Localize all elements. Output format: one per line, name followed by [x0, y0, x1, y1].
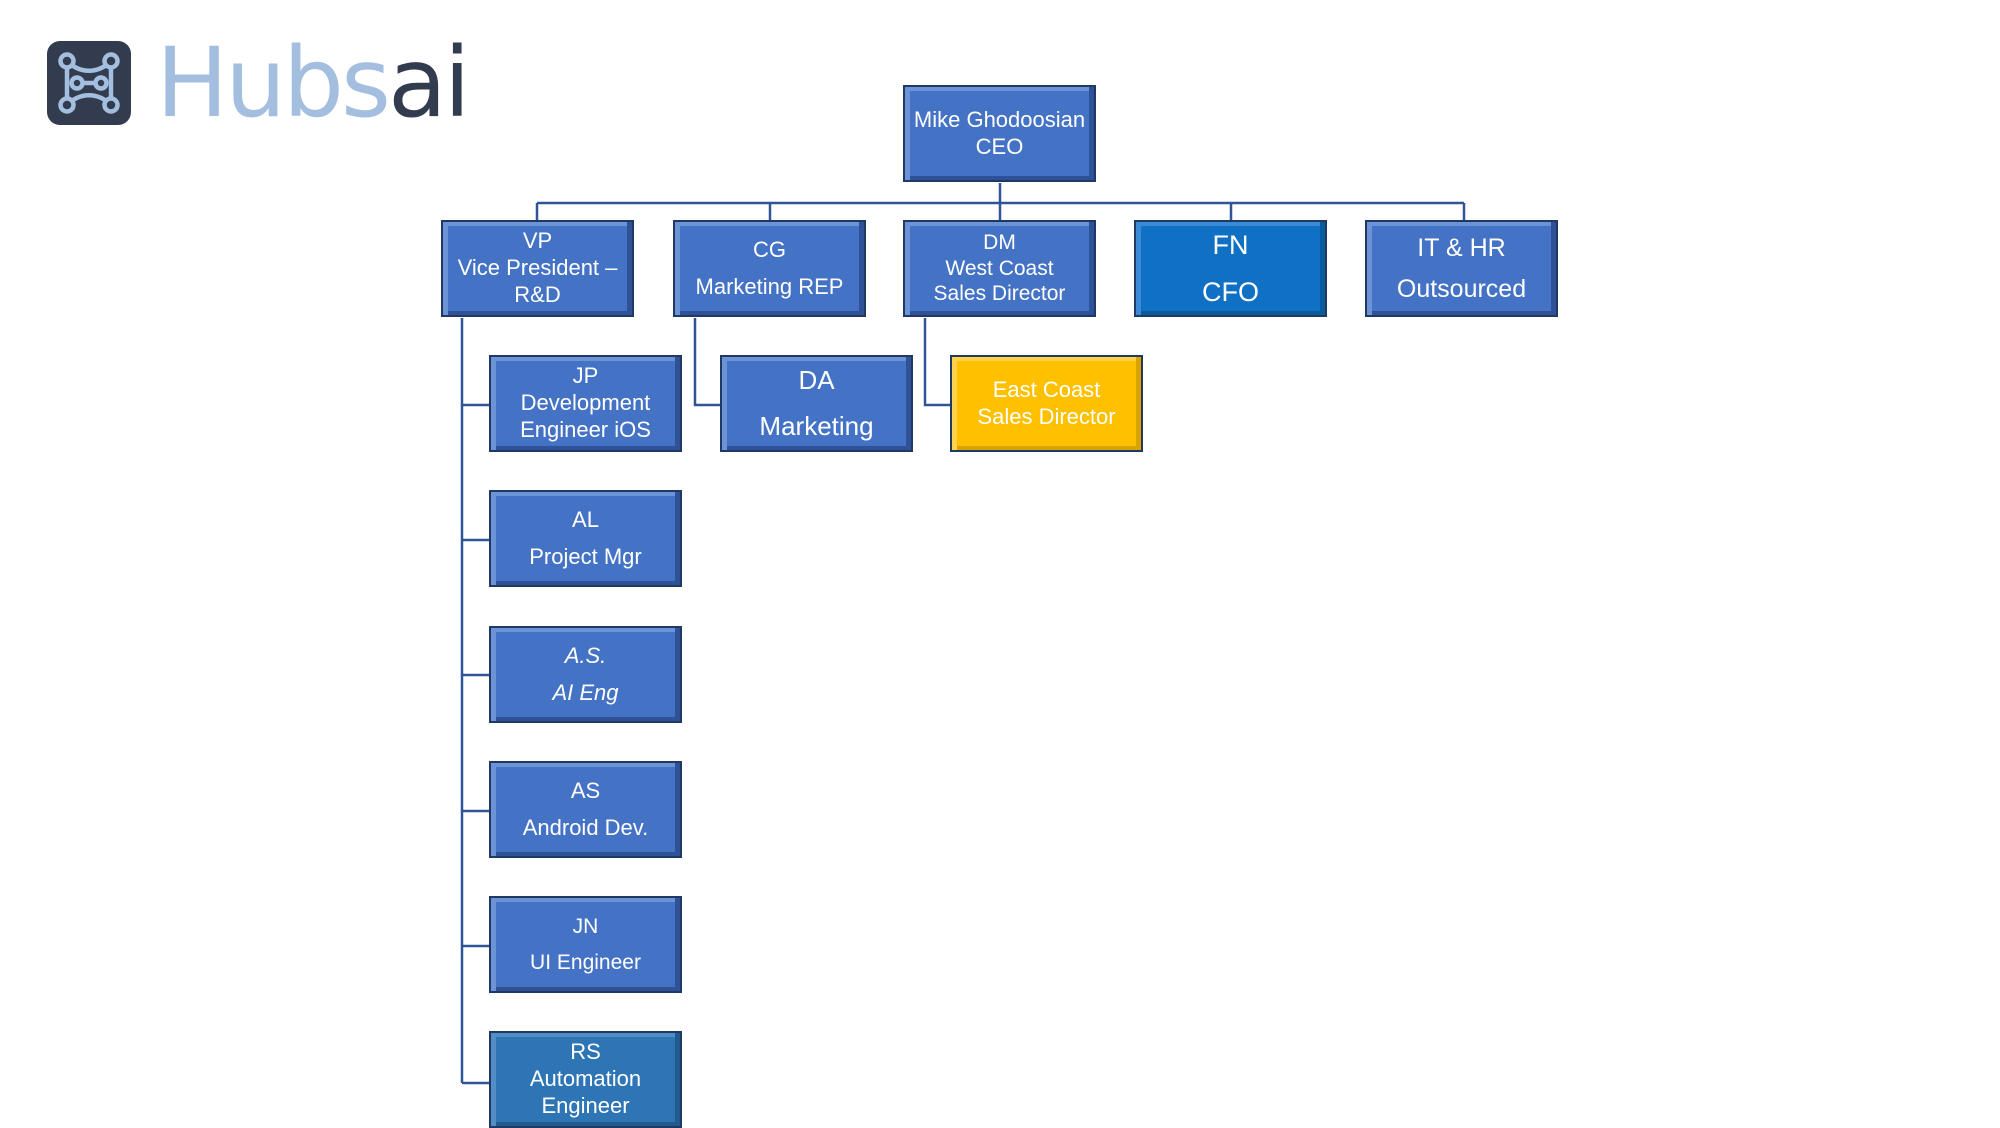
logo-text-ai: ai [387, 27, 470, 139]
node-jn: JN UI Engineer [489, 896, 682, 993]
node-jn-initials: JN [572, 914, 599, 938]
node-jp-initials: JP [572, 363, 599, 389]
node-rs-title-2: Engineer [541, 1092, 630, 1118]
node-as-android-title: Android Dev. [522, 814, 649, 840]
node-cg: CG Marketing REP [673, 220, 866, 317]
node-as-android: AS Android Dev. [489, 761, 682, 858]
node-vp-initials: VP [522, 228, 553, 254]
node-jp: JP Development Engineer iOS [489, 355, 682, 452]
node-ceo-name: Mike Ghodoosian [913, 106, 1086, 132]
node-as-ai-initials: A.S. [564, 642, 607, 668]
node-fn-title: CFO [1202, 276, 1259, 307]
node-vp-dept: R&D [514, 281, 561, 307]
node-as-android-initials: AS [570, 777, 601, 803]
node-al: AL Project Mgr [489, 490, 682, 587]
node-as-ai: A.S. AI Eng [489, 626, 682, 723]
node-cg-title: Marketing REP [695, 273, 844, 299]
node-as-ai-title: AI Eng [552, 679, 619, 705]
node-it-status: Outsourced [1396, 274, 1527, 303]
node-fn-initials: FN [1212, 229, 1249, 260]
node-it-title: IT & HR [1417, 234, 1506, 262]
node-ceo-title: CEO [975, 133, 1024, 159]
node-al-title: Project Mgr [529, 543, 642, 569]
node-east-title: Sales Director [977, 403, 1116, 429]
node-jp-title-1: Development [520, 390, 651, 416]
connector-cg-to-da [693, 318, 721, 407]
node-it-hr: IT & HR Outsourced [1365, 220, 1558, 317]
node-east-coast: East Coast Sales Director [950, 355, 1143, 452]
node-vp-title: Vice President – [457, 255, 618, 281]
node-vp: VP Vice President – R&D [441, 220, 634, 317]
node-cg-initials: CG [753, 236, 786, 262]
node-rs-title-1: Automation [529, 1066, 642, 1092]
node-dm-title: Sales Director [933, 282, 1066, 306]
node-rs: RS Automation Engineer [489, 1031, 682, 1128]
logo-wordmark: Hubsai [156, 35, 470, 131]
node-da-initials: DA [798, 364, 835, 395]
node-dm: DM West Coast Sales Director [903, 220, 1096, 317]
node-fn: FN CFO [1134, 220, 1327, 317]
node-al-initials: AL [572, 506, 599, 532]
node-jp-title-2: Engineer iOS [520, 416, 651, 442]
node-dm-region: West Coast [945, 256, 1054, 280]
node-da: DA Marketing [720, 355, 913, 452]
logo-text-hubs: Hubs [156, 27, 391, 139]
node-east-region: East Coast [992, 376, 1101, 402]
node-jn-title: UI Engineer [530, 950, 641, 974]
hubsai-logo: Hubsai [46, 35, 470, 131]
node-ceo: Mike Ghodoosian CEO [903, 85, 1096, 182]
hubsai-network-icon [47, 41, 131, 125]
node-rs-initials: RS [570, 1039, 601, 1065]
connector-dm-to-east [923, 318, 951, 407]
node-dm-initials: DM [983, 231, 1016, 255]
node-da-title: Marketing [759, 410, 874, 441]
